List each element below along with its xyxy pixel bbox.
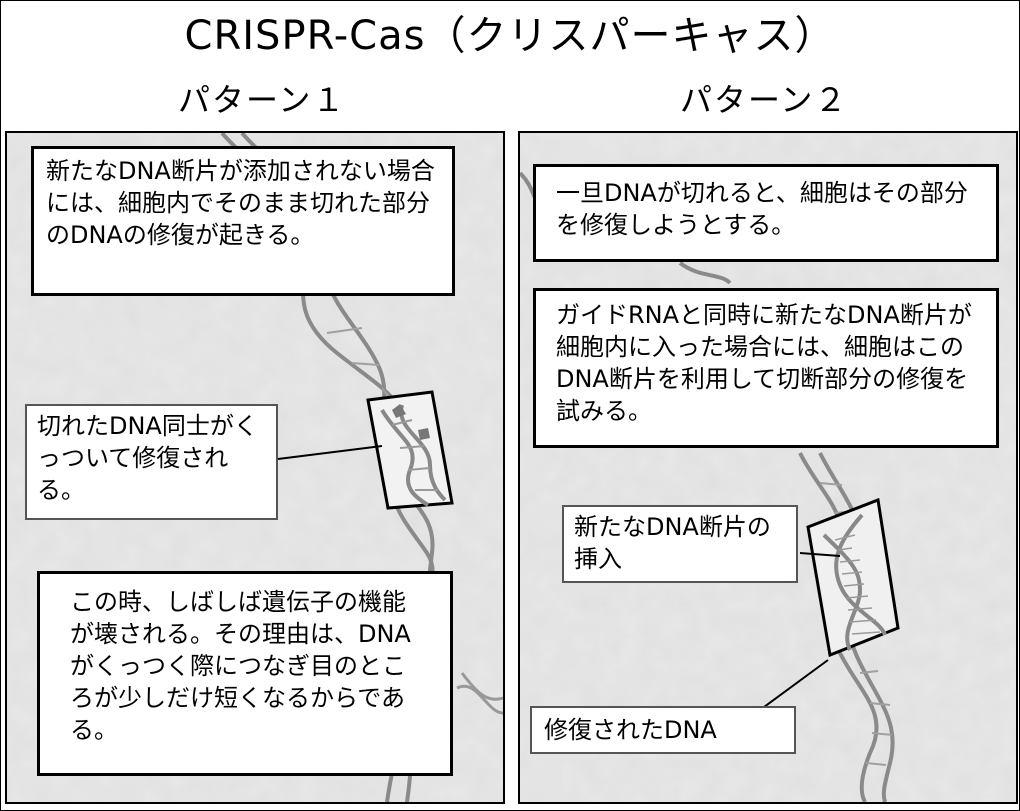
pattern2-middle-note: ガイドRNAと同時に新たなDNA断片が細胞内に入った場合には、細胞はこのDNA断… bbox=[533, 288, 999, 448]
pattern1-repair-label: 切れたDNA同士がくっついて修復される。 bbox=[25, 404, 278, 520]
pattern2-repaired-label: 修復されたDNA bbox=[530, 706, 796, 754]
pattern1-heading: パターン１ bbox=[178, 81, 347, 119]
pattern1-top-note: 新たなDNA断片が添加されない場合には、細胞内でそのまま切れた部分のDNAの修復… bbox=[31, 146, 455, 296]
pattern2-top-note: 一旦DNAが切れると、細胞はその部分を修復しようとする。 bbox=[533, 164, 999, 262]
pattern1-bottom-note: この時、しばしば遺伝子の機能が壊される。その理由は、DNAがくっつく際につなぎ目… bbox=[37, 571, 453, 776]
pattern2-heading: パターン２ bbox=[680, 81, 849, 119]
pattern2-insert-label: 新たなDNA断片の挿入 bbox=[562, 505, 798, 583]
diagram-title: CRISPR-Cas（クリスパーキャス） bbox=[184, 13, 836, 59]
